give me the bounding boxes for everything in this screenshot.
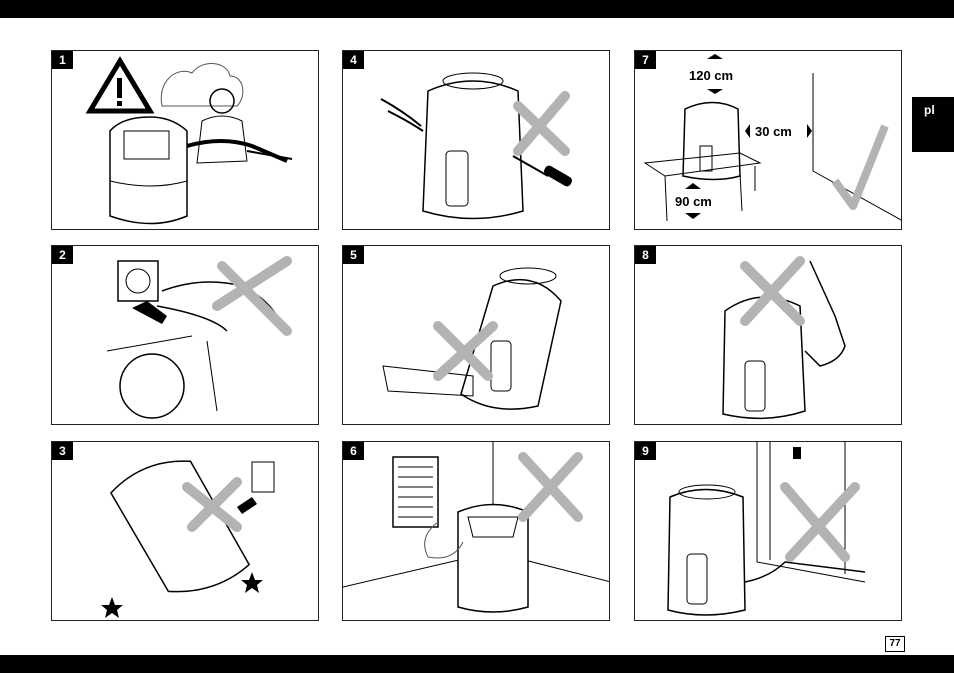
panel-8-no-kicking: 8: [634, 245, 902, 425]
page-number: 77: [885, 636, 905, 652]
wall-socket-icon: [252, 462, 274, 492]
illustration-placement-distances: 120 cm 30 cm 90 cm: [635, 51, 902, 230]
door-handle-icon: [793, 447, 801, 459]
panel-7-placement-ok: 7 120 cm 30 cm 90 cm: [634, 50, 902, 230]
star-icon: [101, 597, 123, 618]
arrow-left-icon: [745, 124, 750, 138]
star-icon: [241, 572, 263, 593]
wall-clearance-label: 30 cm: [755, 124, 792, 139]
humidifier-drawing: [110, 117, 187, 224]
illustration-unstable-surface: [343, 246, 610, 425]
panel-5-no-uneven-surface: 5: [342, 245, 610, 425]
panel-1-warning-children: 1: [51, 50, 319, 230]
arrow-up-icon: [685, 183, 701, 189]
panel-number: 3: [52, 442, 73, 460]
humidifier-drawing: [423, 81, 523, 219]
panel-number: 1: [52, 51, 73, 69]
illustration-no-tools: [343, 51, 610, 230]
panel-number: 2: [52, 246, 73, 264]
language-tab: pl: [912, 97, 954, 152]
arrow-down-icon: [707, 89, 723, 94]
panel-9-no-cable-under-door: 9: [634, 441, 902, 621]
table-height-label: 90 cm: [675, 194, 712, 209]
panel-4-no-tools: 4: [342, 50, 610, 230]
check-icon: [835, 126, 885, 206]
arrow-right-icon: [807, 124, 812, 138]
top-black-band: [0, 0, 954, 18]
illustration-near-vent: [343, 442, 610, 621]
arrow-icon: [132, 301, 167, 324]
illustration-cable-door: [635, 442, 902, 621]
illustration-foot-kick: [635, 246, 902, 425]
cross-icon: [518, 96, 565, 151]
panel-number: 5: [343, 246, 364, 264]
arrow-icon: [237, 497, 257, 514]
panel-2-no-wet-hands: 2: [51, 245, 319, 425]
illustration-warning-children: [52, 51, 319, 230]
panel-6-no-wall-vents: 6: [342, 441, 610, 621]
bottom-black-band: [0, 655, 954, 673]
child-figure: [210, 89, 234, 113]
panel-number: 8: [635, 246, 656, 264]
arrow-down-icon: [685, 213, 701, 219]
wall-socket-icon: [118, 261, 158, 301]
panel-3-no-tipping: 3: [51, 441, 319, 621]
leg-foot-icon: [805, 261, 845, 366]
pliers-icon: [381, 99, 423, 131]
cross-icon: [523, 457, 578, 517]
panel-number: 4: [343, 51, 364, 69]
height-clearance-label: 120 cm: [689, 68, 733, 83]
panel-number: 7: [635, 51, 656, 69]
illustration-tipped-unit: [52, 442, 319, 621]
panel-number: 9: [635, 442, 656, 460]
cross-icon: [217, 261, 287, 331]
panel-number: 6: [343, 442, 364, 460]
arrow-up-icon: [707, 54, 723, 59]
illustration-plug-socket: [52, 246, 319, 425]
